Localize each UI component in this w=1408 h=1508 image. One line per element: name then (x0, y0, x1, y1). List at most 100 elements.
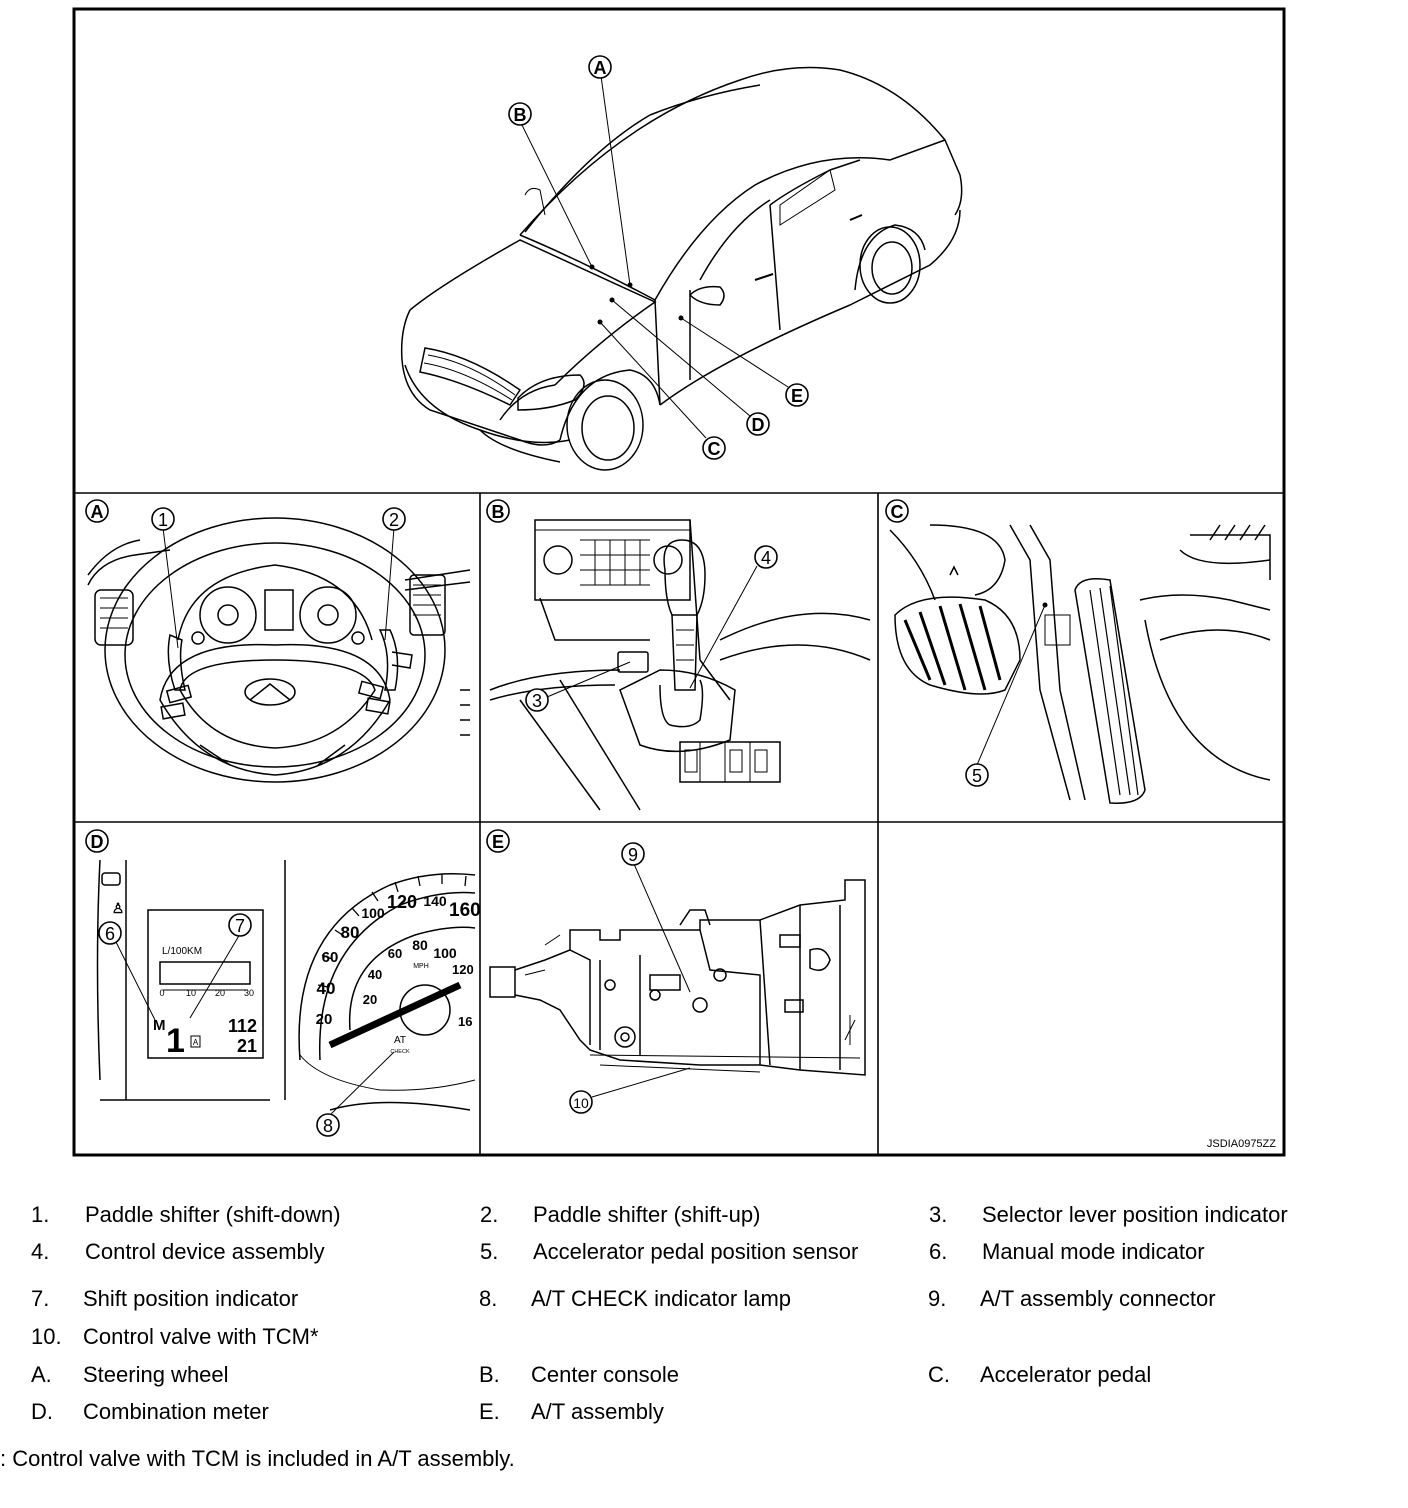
panel-e-at-assembly: E 9 10 (486, 829, 866, 1114)
callout-8: 8 (316, 1113, 340, 1137)
callout-4: 4 (754, 545, 778, 569)
legend-num: 2. (480, 1202, 499, 1227)
svg-text:140: 140 (423, 893, 447, 909)
svg-text:10: 10 (186, 988, 196, 998)
legend-row-4: 10. Control valve with TCM* (0, 1324, 1408, 1352)
svg-text:0: 0 (159, 988, 164, 998)
svg-text:30: 30 (244, 988, 254, 998)
svg-text:6: 6 (105, 924, 115, 944)
panel-c-label: C (885, 499, 909, 523)
svg-text:7: 7 (235, 916, 245, 936)
callout-9: 9 (621, 842, 645, 866)
callout-d-car: D (746, 412, 770, 436)
legend-row-3: 7. Shift position indicator 8. A/T CHECK… (0, 1286, 1408, 1314)
legend-row-1: 1. Paddle shifter (shift-down) 2. Paddle… (0, 1202, 1408, 1230)
speed-needle (328, 981, 462, 1049)
svg-text:5: 5 (972, 766, 982, 786)
svg-text:3: 3 (532, 691, 542, 711)
legend-text: Control device assembly (85, 1239, 325, 1264)
svg-text:10: 10 (573, 1095, 589, 1111)
svg-text:20: 20 (363, 992, 377, 1007)
svg-text:60: 60 (388, 946, 402, 961)
svg-text:4: 4 (761, 548, 771, 568)
svg-text:2: 2 (389, 510, 399, 530)
legend-num: 7. (31, 1286, 50, 1311)
svg-text:D: D (752, 415, 765, 435)
panel-b-center-console: B (486, 499, 871, 811)
callout-10: 10 (569, 1090, 593, 1114)
svg-text:1: 1 (158, 510, 168, 530)
legend-num: 9. (928, 1286, 947, 1311)
svg-text:C: C (708, 439, 721, 459)
svg-text:AT: AT (394, 1035, 406, 1046)
svg-text:A: A (193, 1038, 199, 1047)
legend-num: E. (479, 1399, 500, 1424)
legend-text: Paddle shifter (shift-up) (533, 1202, 761, 1227)
svg-text:112: 112 (228, 1016, 257, 1036)
svg-text:A: A (91, 502, 104, 522)
svg-text:120: 120 (452, 962, 474, 977)
svg-text:80: 80 (412, 937, 428, 953)
callout-3: 3 (525, 688, 549, 712)
legend-row-5: A. Steering wheel B. Center console C. A… (0, 1362, 1408, 1390)
component-location-figure: A B C D E A (72, 7, 1286, 1157)
legend-text: A/T assembly (531, 1399, 664, 1424)
svg-text:A: A (594, 58, 607, 78)
svg-text:20: 20 (316, 1011, 333, 1028)
svg-text:C: C (891, 502, 904, 522)
panel-a-steering-wheel: A (85, 499, 471, 783)
legend-text: A/T CHECK indicator lamp (531, 1286, 792, 1311)
svg-text:B: B (492, 502, 505, 522)
legend-num: 10. (31, 1324, 62, 1349)
panel-d-combination-meter: D ♙ L/100KM 0 10 20 30 (85, 829, 481, 1137)
legend-num: 4. (31, 1239, 50, 1264)
svg-text:21: 21 (237, 1036, 257, 1056)
figure-code: JSDIA0975ZZ (1207, 1138, 1276, 1150)
legend-text: Manual mode indicator (982, 1239, 1205, 1264)
panel-d-label: D (85, 829, 109, 853)
legend-num: D. (31, 1399, 53, 1424)
legend-row-2: 4. Control device assembly 5. Accelerato… (0, 1239, 1408, 1267)
svg-text:MPH: MPH (413, 963, 429, 970)
legend-text: A/T assembly connector (980, 1286, 1216, 1311)
svg-text:CHECK: CHECK (390, 1049, 410, 1055)
legend-text: Accelerator pedal (980, 1362, 1152, 1387)
legend-num: A. (31, 1362, 52, 1387)
callout-a-car: A (588, 55, 612, 79)
legend-num: C. (928, 1362, 950, 1387)
legend-text: Control valve with TCM* (83, 1324, 319, 1349)
svg-text:100: 100 (433, 945, 457, 961)
gear-number: 1 (166, 1022, 185, 1060)
svg-text:100: 100 (361, 905, 385, 921)
svg-text:40: 40 (368, 967, 382, 982)
callout-e-car: E (785, 383, 809, 407)
callout-c-car: C (702, 436, 726, 460)
figure-frame (72, 7, 1286, 1157)
svg-text:9: 9 (628, 845, 638, 865)
svg-text:16: 16 (458, 1014, 472, 1029)
legend-num: 5. (480, 1239, 499, 1264)
legend-num: 8. (479, 1286, 498, 1311)
callout-b-car: B (508, 102, 532, 126)
legend-num: 6. (929, 1239, 948, 1264)
legend-text: Combination meter (83, 1399, 269, 1424)
callout-6: 6 (98, 921, 122, 945)
legend-text: Shift position indicator (83, 1286, 299, 1311)
footnote: : Control valve with TCM is included in … (0, 1446, 515, 1471)
callout-7: 7 (228, 913, 252, 937)
svg-text:20: 20 (215, 988, 225, 998)
panel-c-accelerator-pedal: C 5 (885, 499, 1271, 804)
legend-num: B. (479, 1362, 500, 1387)
legend-text: Center console (531, 1362, 679, 1387)
svg-text:40: 40 (317, 979, 336, 998)
diagram-svg: A B C D E A (72, 7, 1286, 1157)
legend-text: Accelerator pedal position sensor (533, 1239, 859, 1264)
car-illustration (400, 66, 963, 471)
callout-5: 5 (965, 763, 989, 787)
panel-e-label: E (486, 829, 510, 853)
svg-text:E: E (791, 386, 803, 406)
svg-text:L/100KM: L/100KM (162, 946, 202, 957)
seatbelt-icon: ♙ (112, 900, 125, 916)
svg-text:B: B (514, 105, 527, 125)
legend-row-6: D. Combination meter E. A/T assembly (0, 1399, 1408, 1427)
